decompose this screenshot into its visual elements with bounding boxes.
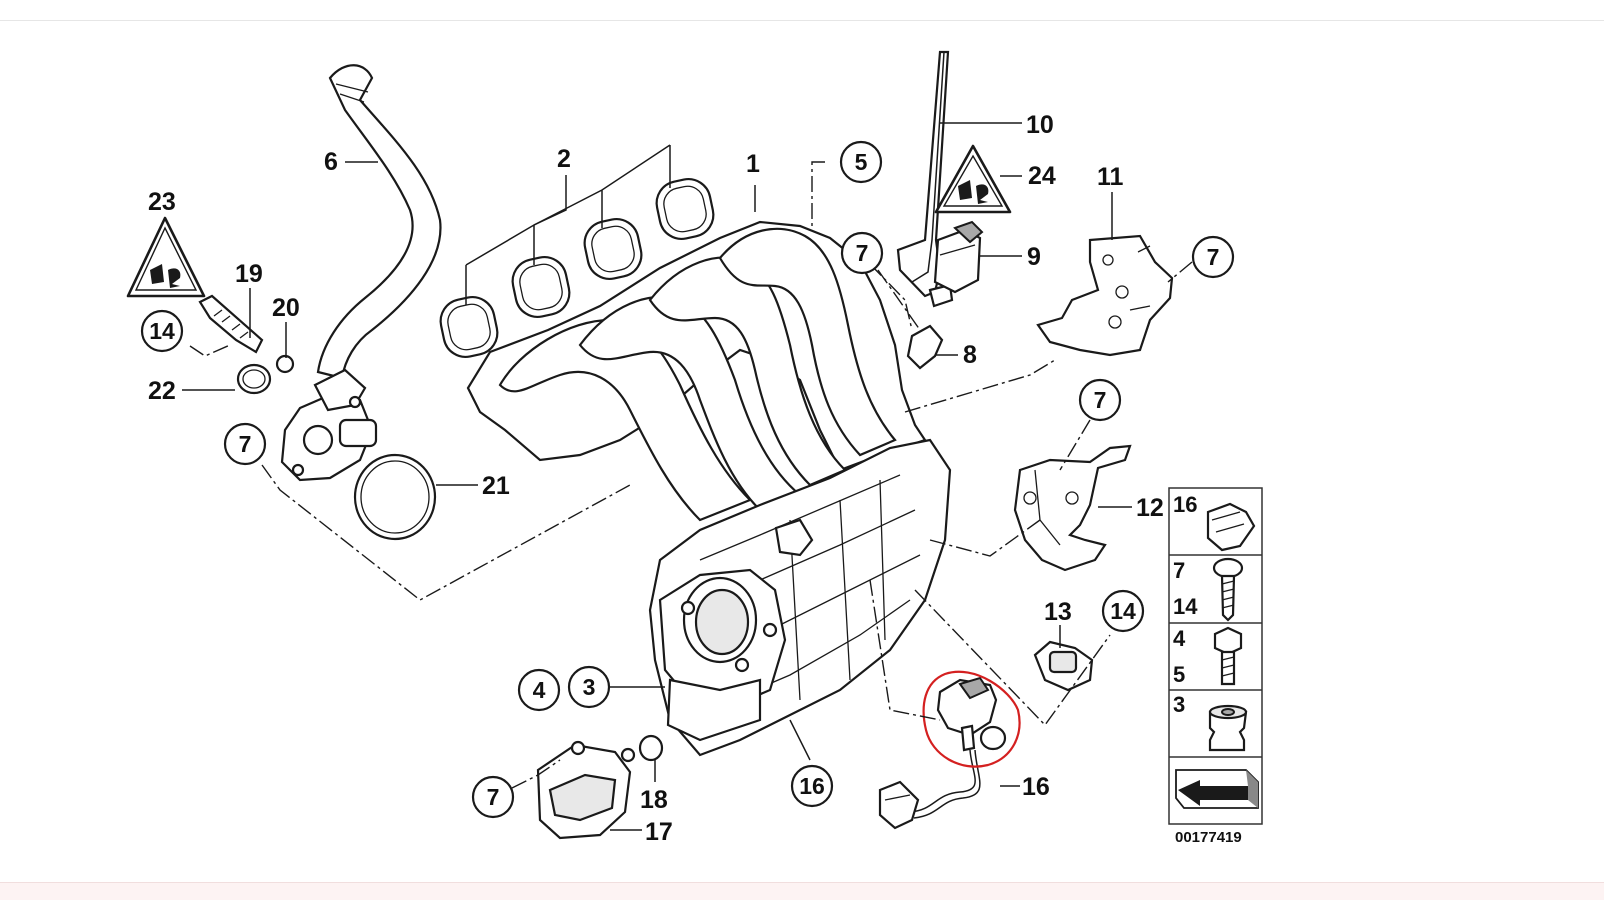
label-18: 18 <box>640 786 668 814</box>
actuator-17 <box>536 734 664 840</box>
top-border <box>0 0 1604 21</box>
label-16-sensor: 16 <box>1022 773 1050 801</box>
legend-row3-label-b: 5 <box>1173 662 1185 687</box>
label-12: 12 <box>1136 494 1164 522</box>
label-2: 2 <box>557 145 571 173</box>
legend-row2-label-b: 14 <box>1173 594 1198 619</box>
label-17: 17 <box>645 818 673 846</box>
intake-manifold <box>466 220 952 757</box>
circle-7-right: 7 <box>1207 244 1220 270</box>
label-8: 8 <box>963 341 977 369</box>
highlight-ring <box>922 670 1021 768</box>
circle-3: 3 <box>583 674 596 700</box>
leader-lines <box>182 122 1193 831</box>
label-6: 6 <box>324 148 338 176</box>
circle-14-left: 14 <box>149 318 175 344</box>
part-number-labels: 1 2 6 8 9 10 11 12 13 16 17 18 19 20 21 … <box>148 111 1164 846</box>
circle-7-left: 7 <box>239 431 252 457</box>
label-1: 1 <box>746 150 760 178</box>
vacuum-tube <box>896 50 954 308</box>
warning-triangle-24 <box>934 144 1012 214</box>
circle-4: 4 <box>533 677 546 703</box>
legend-panel: 16 7 14 4 5 3 00177419 <box>1168 487 1263 846</box>
solenoid-valve <box>933 220 984 294</box>
label-22: 22 <box>148 377 176 405</box>
breather-hose <box>316 64 442 380</box>
label-21: 21 <box>482 472 510 500</box>
highlighted-sensor <box>878 676 1007 830</box>
warning-triangle-23 <box>126 216 206 298</box>
label-23: 23 <box>148 188 176 216</box>
circle-14-right: 14 <box>1110 598 1136 624</box>
diagram-reference-number: 00177419 <box>1175 829 1242 846</box>
label-10: 10 <box>1026 111 1054 139</box>
circle-5: 5 <box>855 149 868 175</box>
label-20: 20 <box>272 294 300 322</box>
bracket-lower <box>1013 444 1132 572</box>
clip <box>906 324 944 370</box>
label-19: 19 <box>235 260 263 288</box>
bottom-band <box>0 882 1604 900</box>
circle-16: 16 <box>799 773 825 799</box>
legend-row4-label: 3 <box>1173 692 1185 717</box>
label-11: 11 <box>1097 163 1124 191</box>
circle-7-center: 7 <box>856 240 869 266</box>
label-9: 9 <box>1027 243 1041 271</box>
gaskets <box>439 178 715 358</box>
circle-7-bracket: 7 <box>1094 387 1107 413</box>
bracket-upper <box>1036 234 1174 357</box>
legend-row1-label: 16 <box>1173 492 1197 517</box>
sensor-13 <box>1033 640 1094 692</box>
label-13: 13 <box>1044 598 1072 626</box>
label-24: 24 <box>1028 162 1056 190</box>
circled-labels: 5 7 7 7 7 7 14 14 4 3 16 <box>140 140 1235 819</box>
idle-valve-assembly <box>198 294 437 541</box>
legend-row3-label-a: 4 <box>1173 626 1186 651</box>
legend-row2-label-a: 7 <box>1173 558 1185 583</box>
circle-7-bottom: 7 <box>487 784 500 810</box>
